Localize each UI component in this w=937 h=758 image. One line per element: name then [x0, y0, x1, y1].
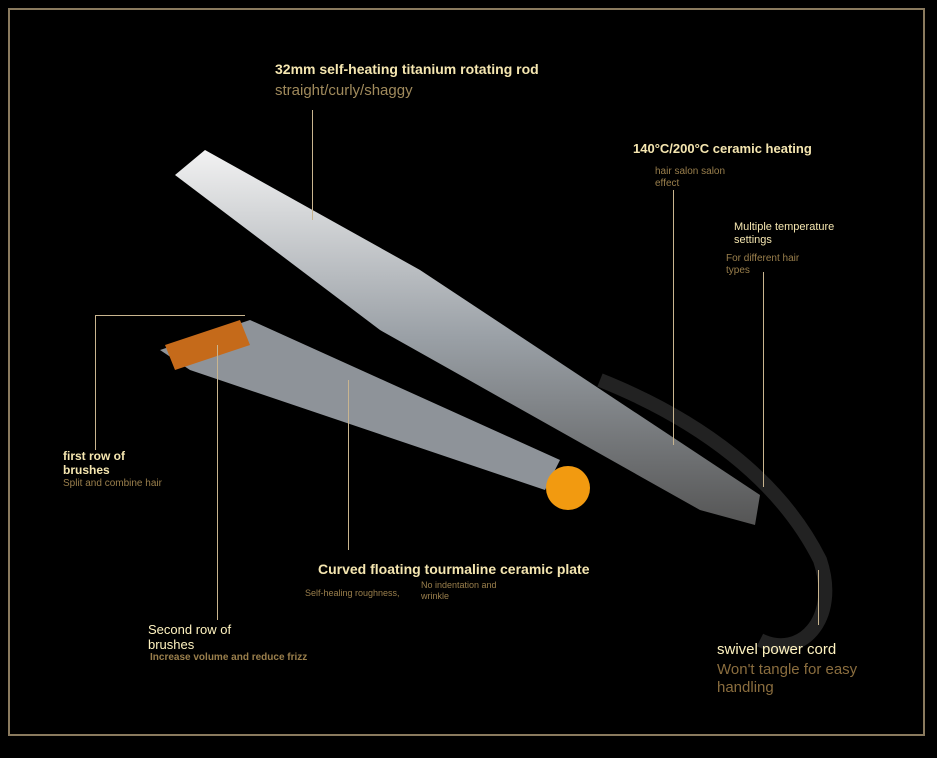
plate-sub2: No indentation and wrinkle	[421, 580, 497, 601]
heating-title: 140°C/200°C ceramic heating	[633, 141, 812, 156]
brush2-sub: Increase volume and reduce frizz	[150, 652, 308, 663]
brush1-title: first row of brushes	[63, 449, 125, 477]
rod-sub: straight/curly/shaggy	[275, 82, 413, 99]
leader-line	[217, 345, 218, 620]
cord-sub: Won't tangle for easy handling	[717, 661, 858, 696]
rod-title: 32mm self-heating titanium rotating rod	[275, 61, 539, 77]
gold-frame	[8, 8, 925, 736]
leader-line	[348, 380, 349, 550]
heating-sub: hair salon salon effect	[655, 166, 726, 189]
cord-title: swivel power cord	[717, 641, 837, 658]
temp-sub: For different hair types	[726, 253, 800, 276]
brush2-title: Second row of brushes	[148, 622, 232, 652]
leader-line	[95, 315, 96, 450]
leader-line	[95, 315, 245, 316]
plate-title: Curved floating tourmaline ceramic plate	[318, 561, 590, 577]
plate-sub1: Self-healing roughness,	[305, 588, 400, 598]
temp-title: Multiple temperature settings	[734, 221, 835, 246]
leader-line	[673, 190, 674, 445]
leader-line	[763, 272, 764, 487]
leader-line	[312, 110, 313, 220]
brush1-sub: Split and combine hair	[63, 478, 162, 489]
leader-line	[818, 570, 819, 625]
